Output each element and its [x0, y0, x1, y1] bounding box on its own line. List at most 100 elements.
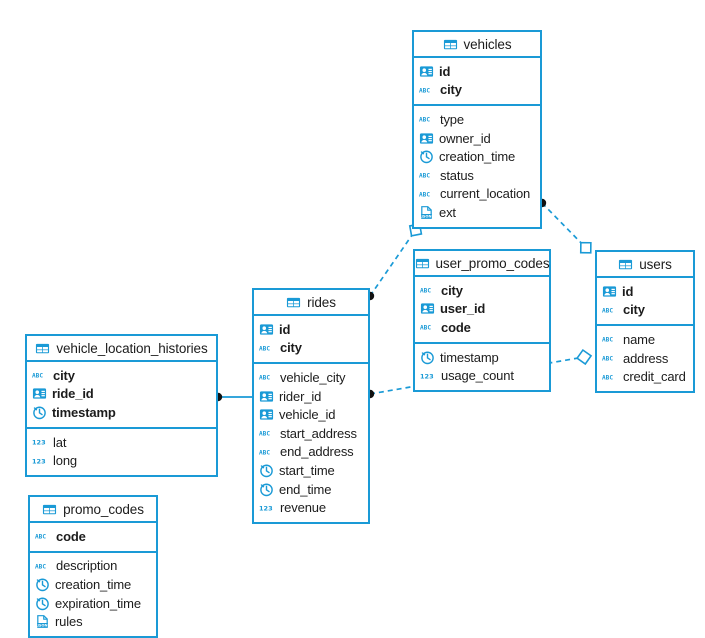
- svg-text:ABC: ABC: [35, 534, 46, 541]
- edge-target-marker: [576, 348, 593, 366]
- table-name: users: [639, 256, 672, 272]
- field-row[interactable]: id: [254, 320, 368, 339]
- field-name: vehicle_id: [279, 407, 336, 423]
- table-grid-icon: [415, 256, 430, 271]
- field-name: vehicle_city: [280, 369, 346, 385]
- uuid-type-icon: [419, 64, 434, 79]
- field-name: current_location: [440, 186, 531, 202]
- svg-text:ABC: ABC: [602, 374, 613, 381]
- field-row[interactable]: rider_id: [254, 387, 368, 406]
- string-type-icon: ABC: [259, 446, 275, 458]
- string-type-icon: ABC: [419, 169, 435, 181]
- field-name: code: [56, 528, 86, 544]
- number-type-icon: 123: [259, 502, 275, 514]
- svg-text:ABC: ABC: [259, 449, 270, 456]
- table-header-user_promo_codes[interactable]: user_promo_codes: [415, 251, 550, 277]
- field-name: start_time: [279, 462, 335, 478]
- field-row[interactable]: vehicle_id: [254, 405, 368, 424]
- svg-text:ABC: ABC: [419, 87, 430, 94]
- uuid-type-icon: [602, 284, 617, 299]
- field-row[interactable]: expiration_time: [30, 594, 156, 613]
- string-type-icon: ABC: [602, 304, 618, 316]
- field-row[interactable]: end_time: [254, 480, 368, 499]
- svg-text:JSON: JSON: [36, 624, 47, 628]
- field-row[interactable]: creation_time: [414, 147, 540, 166]
- field-name: expiration_time: [55, 595, 141, 611]
- field-row[interactable]: start_time: [254, 461, 368, 480]
- uuid-type-icon: [259, 407, 274, 422]
- field-name: creation_time: [55, 576, 132, 592]
- uuid-type-icon: [420, 301, 435, 316]
- field-name: id: [439, 63, 451, 79]
- relationship-vehicles-to-users[interactable]: [537, 198, 592, 254]
- table-name: promo_codes: [63, 501, 144, 517]
- field-row[interactable]: timestamp: [415, 348, 549, 367]
- field-name: code: [441, 319, 471, 335]
- string-type-icon: ABC: [32, 369, 48, 381]
- table-header-rides[interactable]: rides: [254, 290, 368, 316]
- field-row[interactable]: owner_id: [414, 129, 540, 148]
- field-name: city: [280, 340, 302, 356]
- string-type-icon: ABC: [35, 530, 51, 542]
- timestamp-type-icon: [259, 463, 274, 478]
- field-row[interactable]: ABC city: [597, 301, 693, 320]
- field-name: address: [623, 350, 669, 366]
- field-name: lat: [53, 434, 67, 450]
- field-row[interactable]: ride_id: [27, 385, 216, 404]
- field-name: city: [623, 302, 645, 318]
- field-name: end_time: [279, 481, 332, 497]
- field-name: revenue: [280, 500, 326, 516]
- field-row[interactable]: user_id: [415, 300, 549, 319]
- field-row[interactable]: ABC code: [415, 318, 549, 337]
- svg-text:ABC: ABC: [259, 345, 270, 352]
- field-name: long: [53, 453, 77, 469]
- svg-text:ABC: ABC: [420, 325, 431, 332]
- field-row[interactable]: creation_time: [30, 575, 156, 594]
- timestamp-type-icon: [35, 596, 50, 611]
- field-row[interactable]: id: [597, 282, 693, 301]
- field-row[interactable]: ABC city: [27, 366, 216, 385]
- field-name: name: [623, 331, 655, 347]
- field-row[interactable]: 123 long: [27, 451, 216, 470]
- table-header-vehicles[interactable]: vehicles: [414, 32, 540, 58]
- field-row[interactable]: ABC city: [254, 339, 368, 358]
- table-header-users[interactable]: users: [597, 252, 693, 278]
- svg-text:123: 123: [32, 457, 46, 465]
- svg-text:ABC: ABC: [602, 307, 613, 314]
- relationship-vlh-to-rides[interactable]: [213, 392, 252, 402]
- string-type-icon: ABC: [259, 342, 275, 354]
- field-row[interactable]: timestamp: [27, 403, 216, 422]
- string-type-icon: ABC: [420, 284, 436, 296]
- field-name: city: [53, 367, 75, 383]
- table-header-promo_codes[interactable]: promo_codes: [30, 497, 156, 523]
- table-header-vehicle_location_histories[interactable]: vehicle_location_histories: [27, 336, 216, 362]
- field-row[interactable]: ABC code: [30, 527, 156, 546]
- field-row[interactable]: 123 revenue: [254, 498, 368, 517]
- field-row[interactable]: id: [414, 62, 540, 81]
